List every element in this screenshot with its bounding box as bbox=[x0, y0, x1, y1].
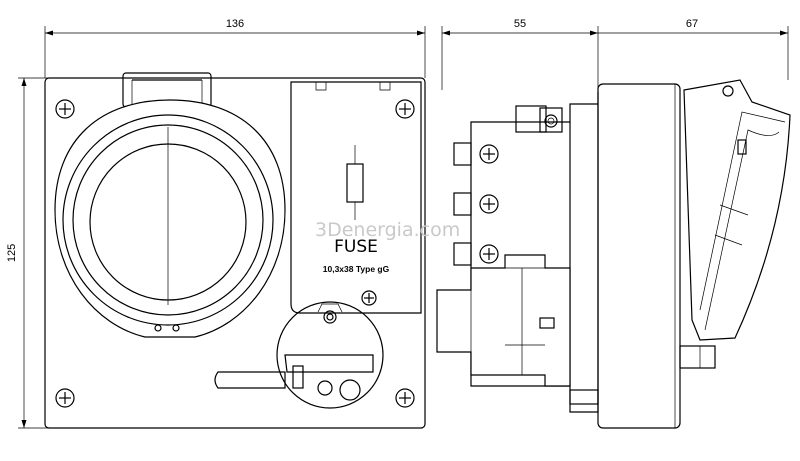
screw-bottom-left-icon bbox=[55, 388, 75, 408]
dimension-depth-side: 55 bbox=[441, 18, 599, 90]
screw-bottom-right-icon bbox=[395, 388, 415, 408]
terminal-screw-1-icon bbox=[453, 142, 499, 166]
rotary-switch bbox=[214, 301, 384, 409]
side-front-plate bbox=[597, 83, 681, 429]
fuse-title: FUSE bbox=[334, 237, 378, 257]
dimension-label-125: 125 bbox=[6, 244, 18, 262]
switch-module bbox=[436, 254, 571, 387]
dimension-height: 125 bbox=[6, 77, 50, 429]
dimension-label-67: 67 bbox=[686, 18, 698, 30]
fuse-cover: FUSE 10,3x38 Type gG bbox=[290, 81, 422, 314]
fuse-icon bbox=[346, 163, 364, 203]
screw-top-right-icon bbox=[395, 99, 415, 119]
dimension-depth-lid: 67 bbox=[598, 18, 789, 80]
terminal-top bbox=[515, 105, 563, 133]
side-pin bbox=[679, 345, 716, 369]
side-view bbox=[436, 79, 791, 429]
dimension-label-55: 55 bbox=[514, 18, 526, 30]
dimension-label-136: 136 bbox=[226, 18, 244, 30]
fuse-cover-screw-icon bbox=[361, 290, 377, 306]
side-open-lid bbox=[683, 79, 791, 341]
side-bottom-screw bbox=[569, 389, 599, 405]
dimension-width-front: 136 bbox=[44, 18, 426, 78]
front-view: FUSE 10,3x38 Type gG bbox=[44, 72, 426, 429]
fuse-rating: 10,3x38 Type gG bbox=[323, 264, 390, 274]
socket-lid bbox=[54, 99, 286, 338]
screw-top-left-icon bbox=[55, 99, 75, 119]
front-housing bbox=[44, 77, 426, 429]
watermark: 3Denergia.com bbox=[315, 219, 460, 241]
terminal-screw-2-icon bbox=[453, 192, 499, 216]
terminal-screw-3-icon bbox=[453, 242, 499, 266]
